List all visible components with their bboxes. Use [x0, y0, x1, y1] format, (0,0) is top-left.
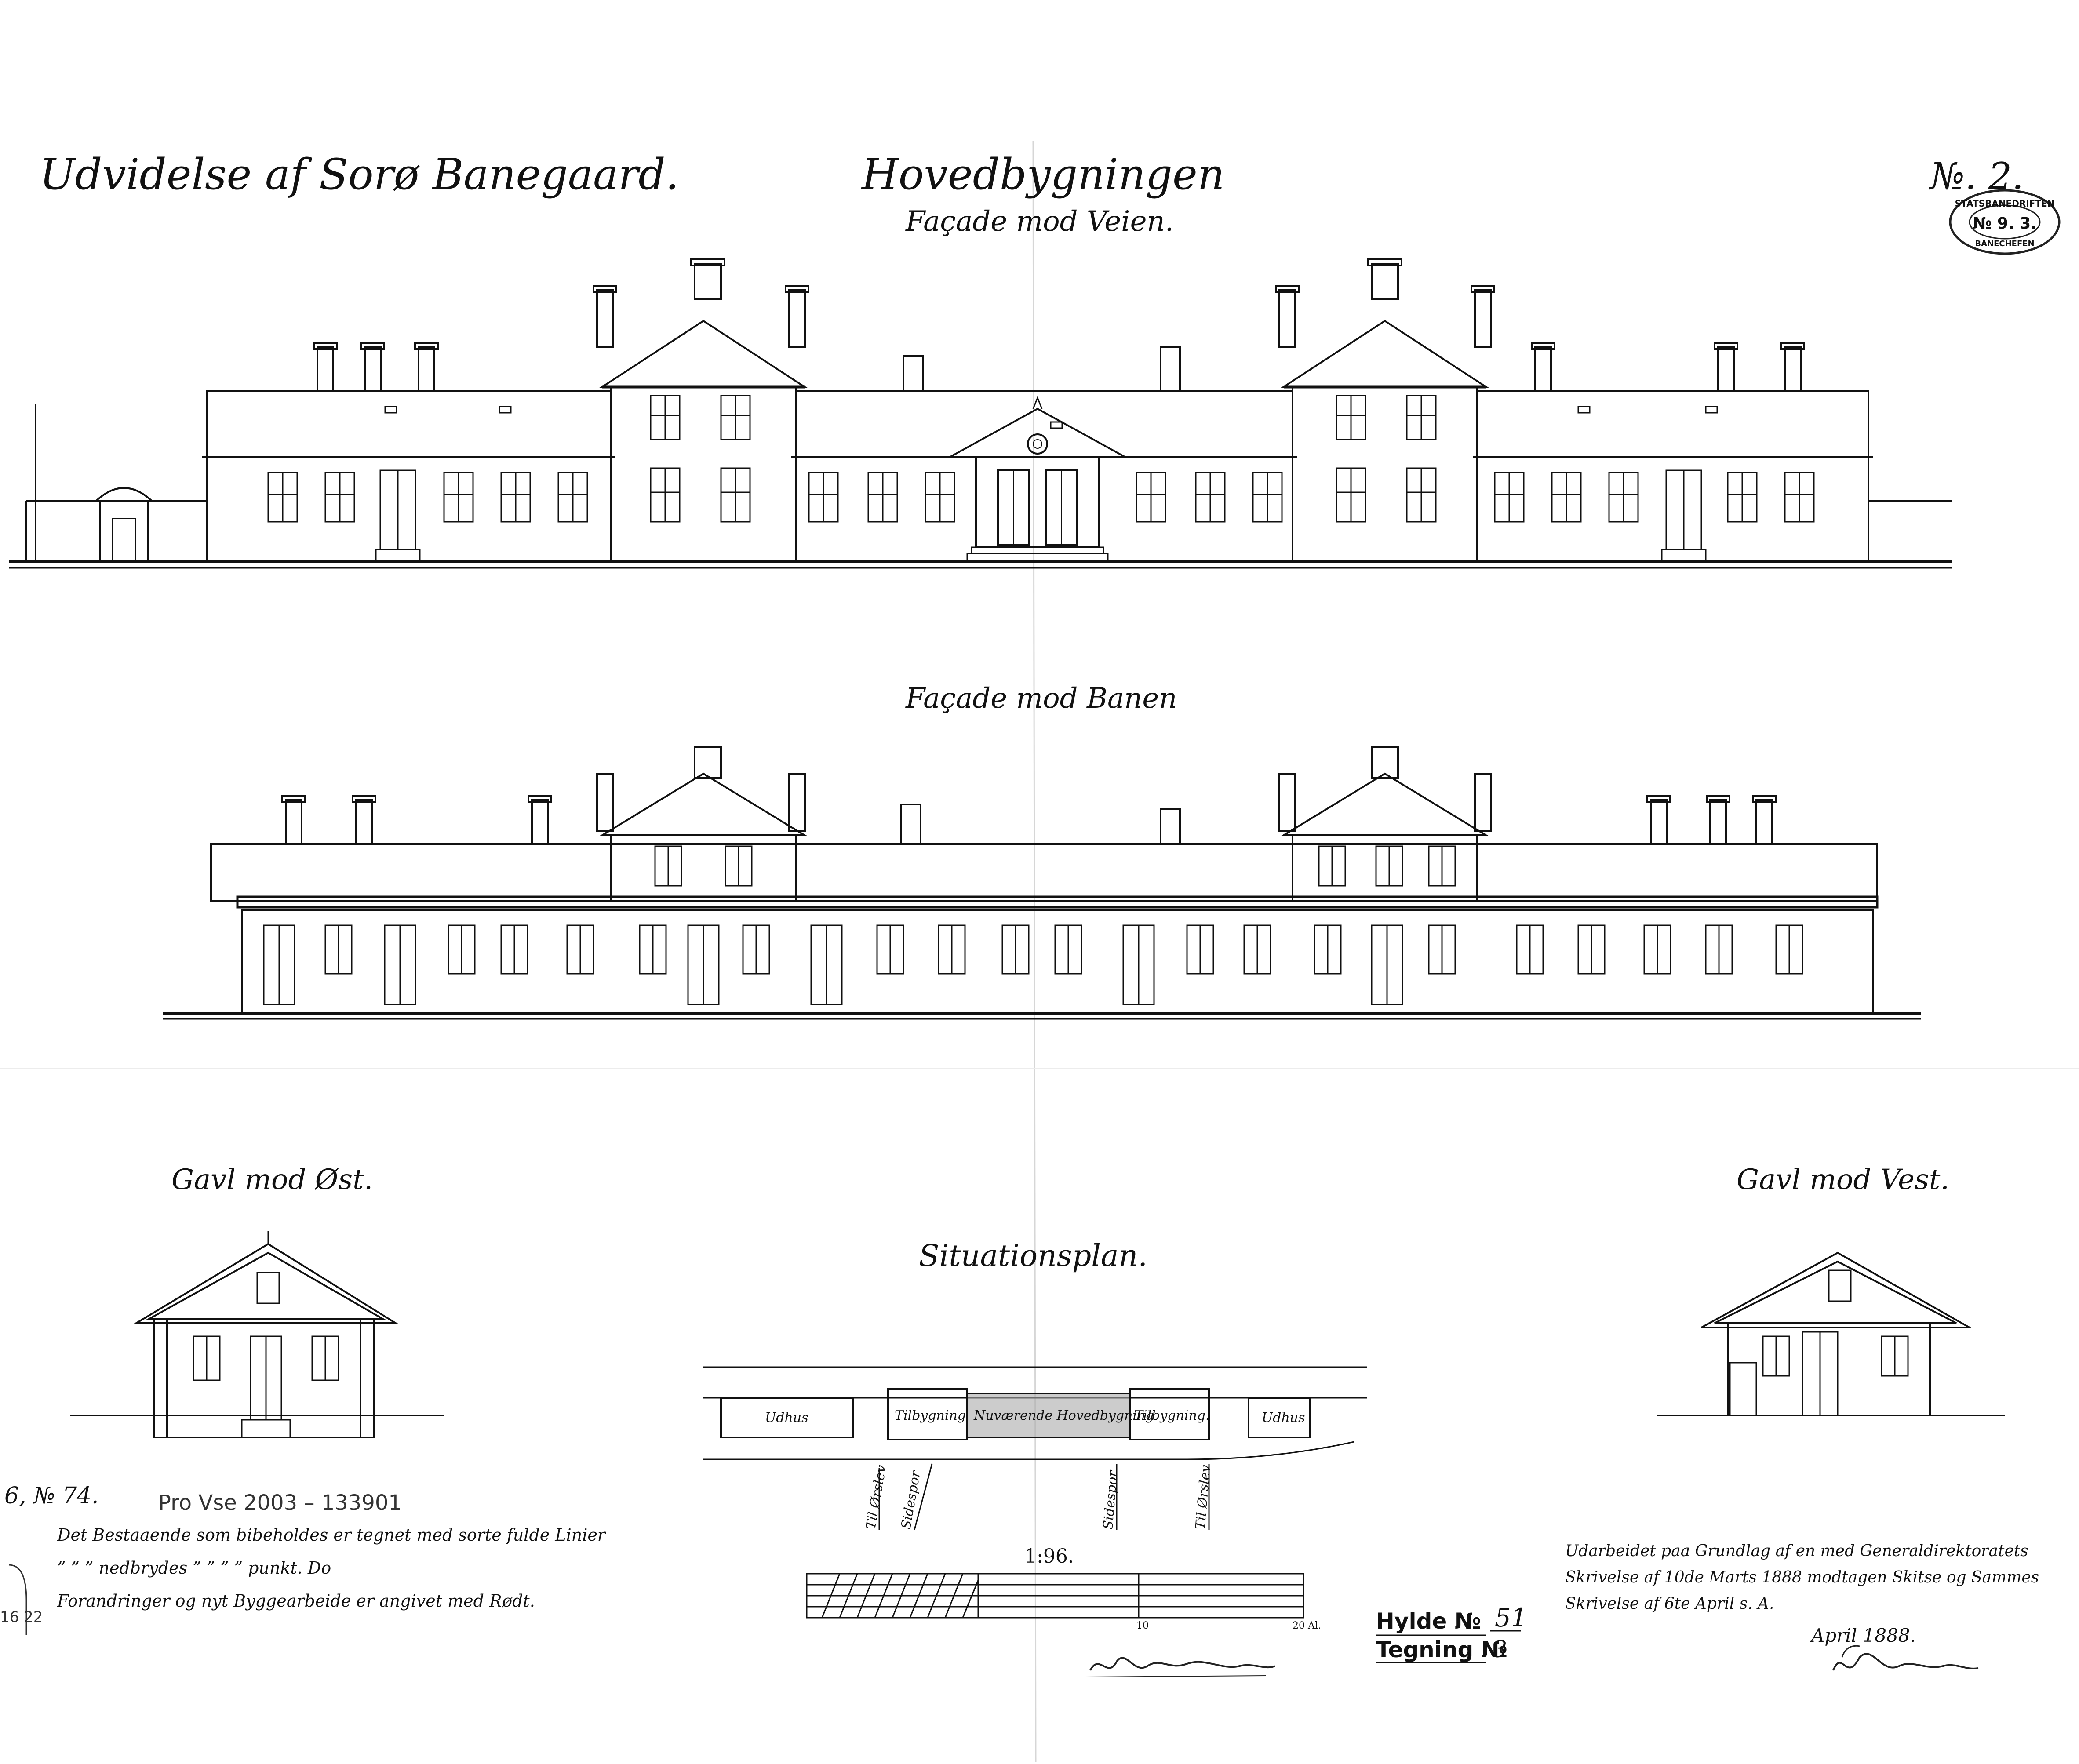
- site-extension-right: Tilbygning.: [1134, 1408, 1210, 1423]
- site-plan: [703, 1366, 1367, 1530]
- margin-mark: [8, 1564, 27, 1635]
- scale-tick-end: 20 Al.: [1293, 1620, 1321, 1631]
- legend-line-1: Det Bestaaende som bibeholdes er tegnet …: [57, 1525, 607, 1545]
- archive-reference: 6, № 74.: [4, 1483, 99, 1509]
- track-facade-title: Façade mod Banen: [905, 682, 1177, 715]
- west-gable-elevation: [1657, 1251, 2005, 1416]
- road-facade-elevation: [9, 258, 1952, 569]
- archive-pencil-number: Pro Vse 2003 – 133901: [158, 1491, 402, 1515]
- drawing-date: April 1888.: [1810, 1625, 1916, 1646]
- shelf-label: Hylde №: [1376, 1608, 1481, 1634]
- site-outbuilding-right: Udhus: [1262, 1410, 1305, 1426]
- stamp-number: № 9. 3.: [1973, 215, 2037, 233]
- stamp-bottom-text: BANECHEFEN: [1975, 239, 2034, 248]
- signature-wenck: [1832, 1645, 1979, 1671]
- track-facade-elevation: [163, 746, 1921, 1020]
- drawing-value: 3: [1493, 1637, 1507, 1663]
- scale-ratio: 1:96.: [1024, 1545, 1074, 1568]
- basis-note-line-1: Udarbeidet paa Grundlag af en med Genera…: [1565, 1542, 2028, 1560]
- drawing-label: Tegning №: [1376, 1637, 1507, 1662]
- scale-bar: [806, 1573, 1304, 1619]
- basis-note-line-3: Skrivelse af 6te April s. A.: [1565, 1595, 1774, 1613]
- project-title: Udvidelse af Sorø Banegaard.: [40, 150, 679, 199]
- site-outbuilding-left: Udhus: [765, 1410, 808, 1426]
- west-gable-title: Gavl mod Vest.: [1737, 1164, 1949, 1196]
- archive-stamp: STATSBANEDRIFTEN № 9. 3. BANECHEFEN: [1949, 189, 2061, 255]
- basis-note-line-2: Skrivelse af 10de Marts 1888 modtagen Sk…: [1565, 1568, 2039, 1586]
- legend-line-3: Forandringer og nyt Byggearbeide er angi…: [57, 1591, 535, 1611]
- site-extension-left: Tilbygning: [895, 1408, 966, 1423]
- building-title: Hovedbygningen: [861, 150, 1225, 199]
- legend-line-2: ” ” ” nedbrydes ” ” ” ” punkt. Do: [57, 1558, 331, 1578]
- road-facade-title: Façade mod Veien.: [905, 205, 1174, 238]
- east-gable-elevation: [70, 1231, 444, 1438]
- shelf-value: 51: [1495, 1603, 1527, 1633]
- east-gable-title: Gavl mod Øst.: [171, 1164, 373, 1196]
- signature-christensen: [1085, 1657, 1275, 1677]
- scale-tick-mid: 10: [1136, 1620, 1149, 1631]
- site-plan-title: Situationsplan.: [919, 1239, 1147, 1273]
- stamp-top-text: STATSBANEDRIFTEN: [1955, 198, 2055, 209]
- archive-margin-number: 16 22: [0, 1608, 43, 1626]
- site-main-building: Nuværende Hovedbygning: [973, 1408, 1154, 1423]
